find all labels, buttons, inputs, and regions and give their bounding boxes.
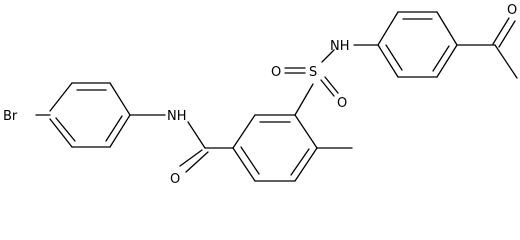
n-carbonyl-bond xyxy=(187,121,206,149)
sulfonamide-nh-label: NH xyxy=(330,39,350,54)
acetyl-methyl-bond xyxy=(494,44,518,79)
sulfonyl-o-left-label: O xyxy=(271,65,281,80)
s-nh-bond xyxy=(321,49,335,63)
sulfonyl-o-bottom-bond xyxy=(320,76,339,97)
sulfonyl-s-label: S xyxy=(309,65,317,80)
ring-s-bond xyxy=(294,83,314,116)
acetyl-carbonyl xyxy=(492,17,516,48)
amide-oxygen-label: O xyxy=(170,172,180,187)
acetylphenyl-ring xyxy=(377,11,458,78)
acetyl-oxygen-label: O xyxy=(507,3,517,18)
amide-carbonyl xyxy=(179,149,209,173)
amide-nh-label: NH xyxy=(167,109,187,124)
bromophenyl-ring xyxy=(49,82,131,148)
chemical-structure-diagram: Br NH O S O O NH xyxy=(3,3,518,187)
central-ring xyxy=(232,114,318,182)
sulfonyl-o-left-bond xyxy=(284,67,306,74)
sulfonyl-o-bottom-label: O xyxy=(337,96,347,111)
bromine-label: Br xyxy=(3,109,18,124)
